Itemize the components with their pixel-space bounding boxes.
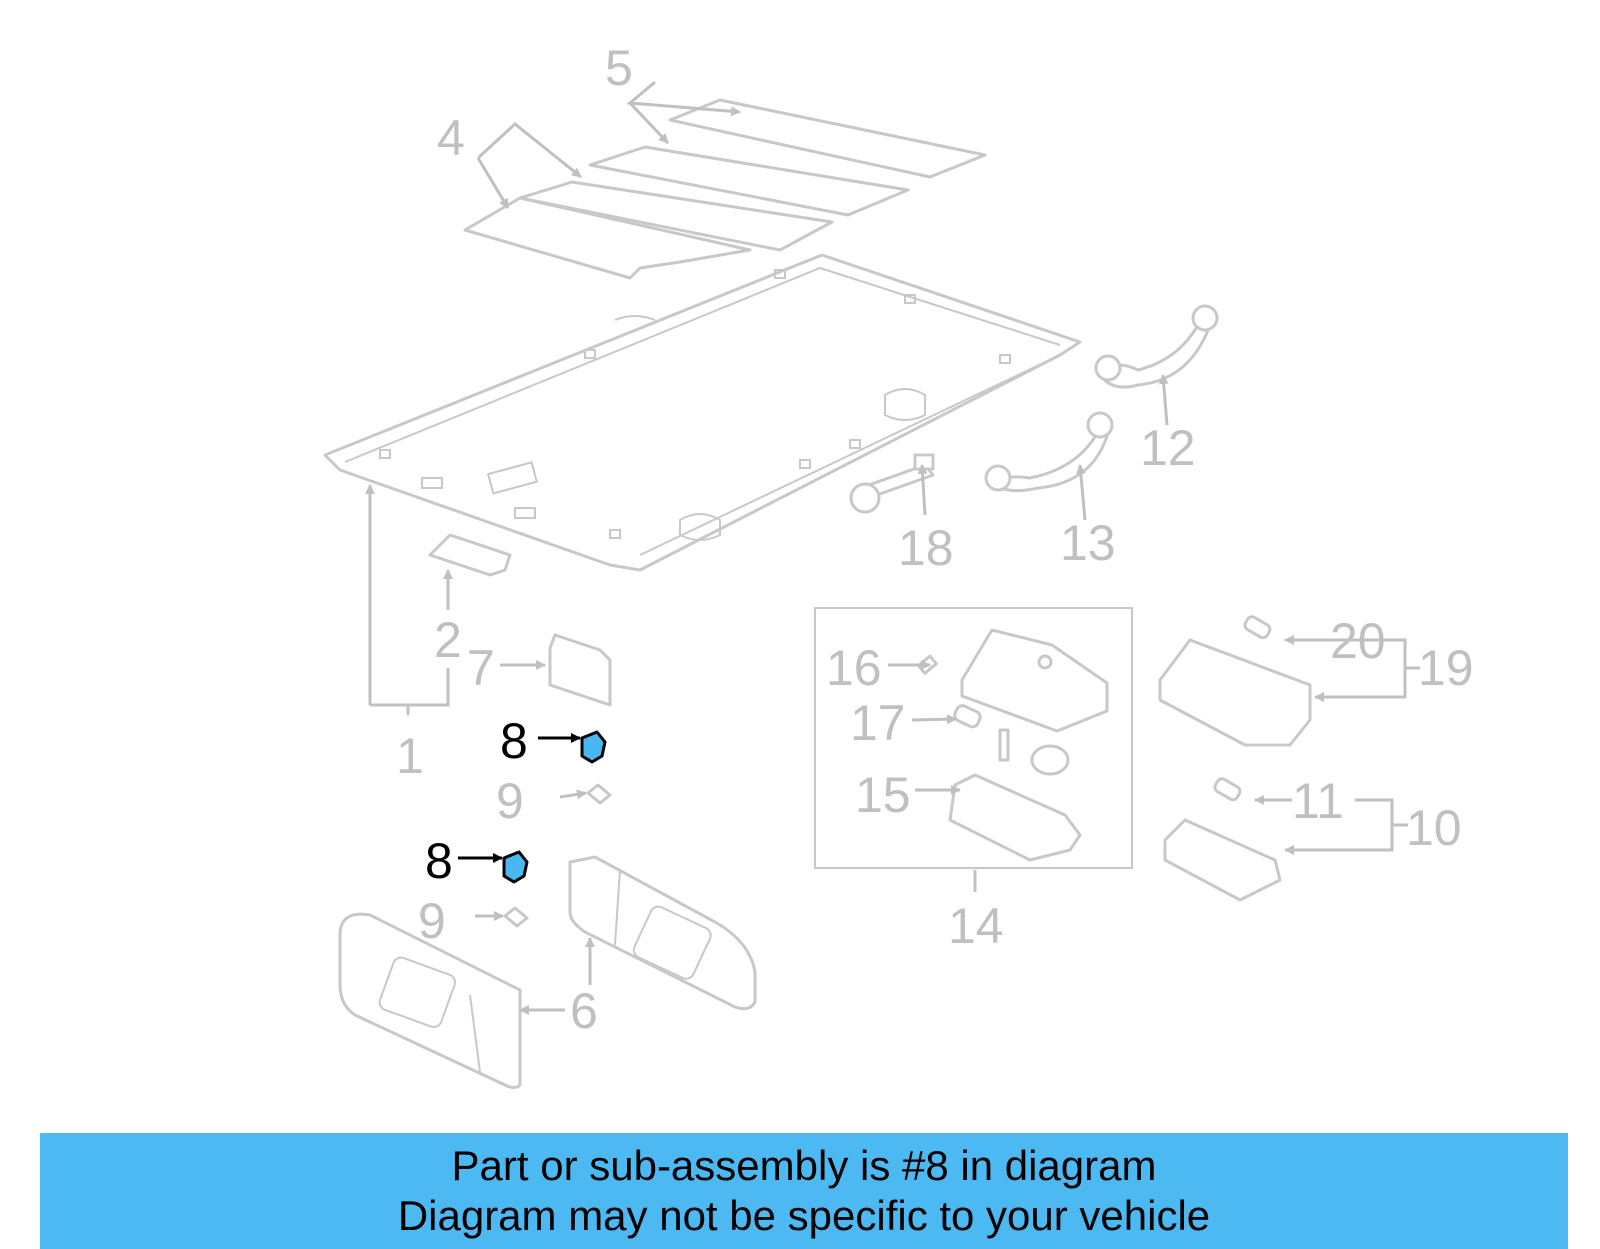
callout-17: 17 (850, 695, 906, 751)
part-7 (548, 633, 612, 707)
callout-15: 15 (855, 767, 911, 823)
callout-1: 1 (396, 728, 424, 784)
callout-14: 14 (948, 898, 1004, 954)
callout-16: 16 (826, 640, 882, 696)
console-box (814, 607, 1133, 869)
sun-visors (338, 855, 757, 1089)
info-banner: Part or sub-assembly is #8 in diagram Di… (40, 1133, 1568, 1249)
callout-8-upper: 8 (500, 713, 528, 769)
callout-7: 7 (467, 640, 495, 696)
callout-20: 20 (1330, 613, 1386, 669)
callout-9-lower: 9 (418, 893, 446, 949)
map-lamp-assembly (916, 628, 1109, 862)
callout-9-upper: 9 (496, 773, 524, 829)
callout-labels: 1 2 4 5 6 7 8 9 8 9 10 11 12 13 14 15 16… (396, 40, 1474, 1039)
part-9-clip-upper (586, 783, 612, 805)
part-8-clip-upper (580, 730, 607, 764)
assist-grips (849, 304, 1219, 514)
callout-19: 19 (1418, 640, 1474, 696)
dome-lamps (1158, 615, 1312, 902)
part-8-clip-lower (502, 850, 529, 884)
part-2 (428, 533, 512, 577)
parts-diagram: 1 2 4 5 6 7 8 9 8 9 10 11 12 13 14 15 16… (323, 40, 1474, 1089)
callout-8-lower: 8 (425, 833, 453, 889)
callout-18: 18 (898, 520, 954, 576)
callout-4: 4 (437, 110, 465, 166)
banner-line-2: Diagram may not be specific to your vehi… (397, 1192, 1211, 1239)
callout-10: 10 (1406, 800, 1462, 856)
callout-6: 6 (570, 983, 598, 1039)
callout-2: 2 (434, 612, 462, 668)
headliner (323, 253, 1082, 572)
banner-line-1: Part or sub-assembly is #8 in diagram (451, 1142, 1157, 1189)
leader-lines (365, 80, 1420, 1015)
callout-12: 12 (1140, 420, 1196, 476)
callout-5: 5 (605, 40, 633, 96)
callout-11: 11 (1292, 773, 1344, 829)
roof-pads (463, 98, 987, 280)
callout-13: 13 (1060, 515, 1116, 571)
part-9-clip-lower (503, 906, 529, 928)
